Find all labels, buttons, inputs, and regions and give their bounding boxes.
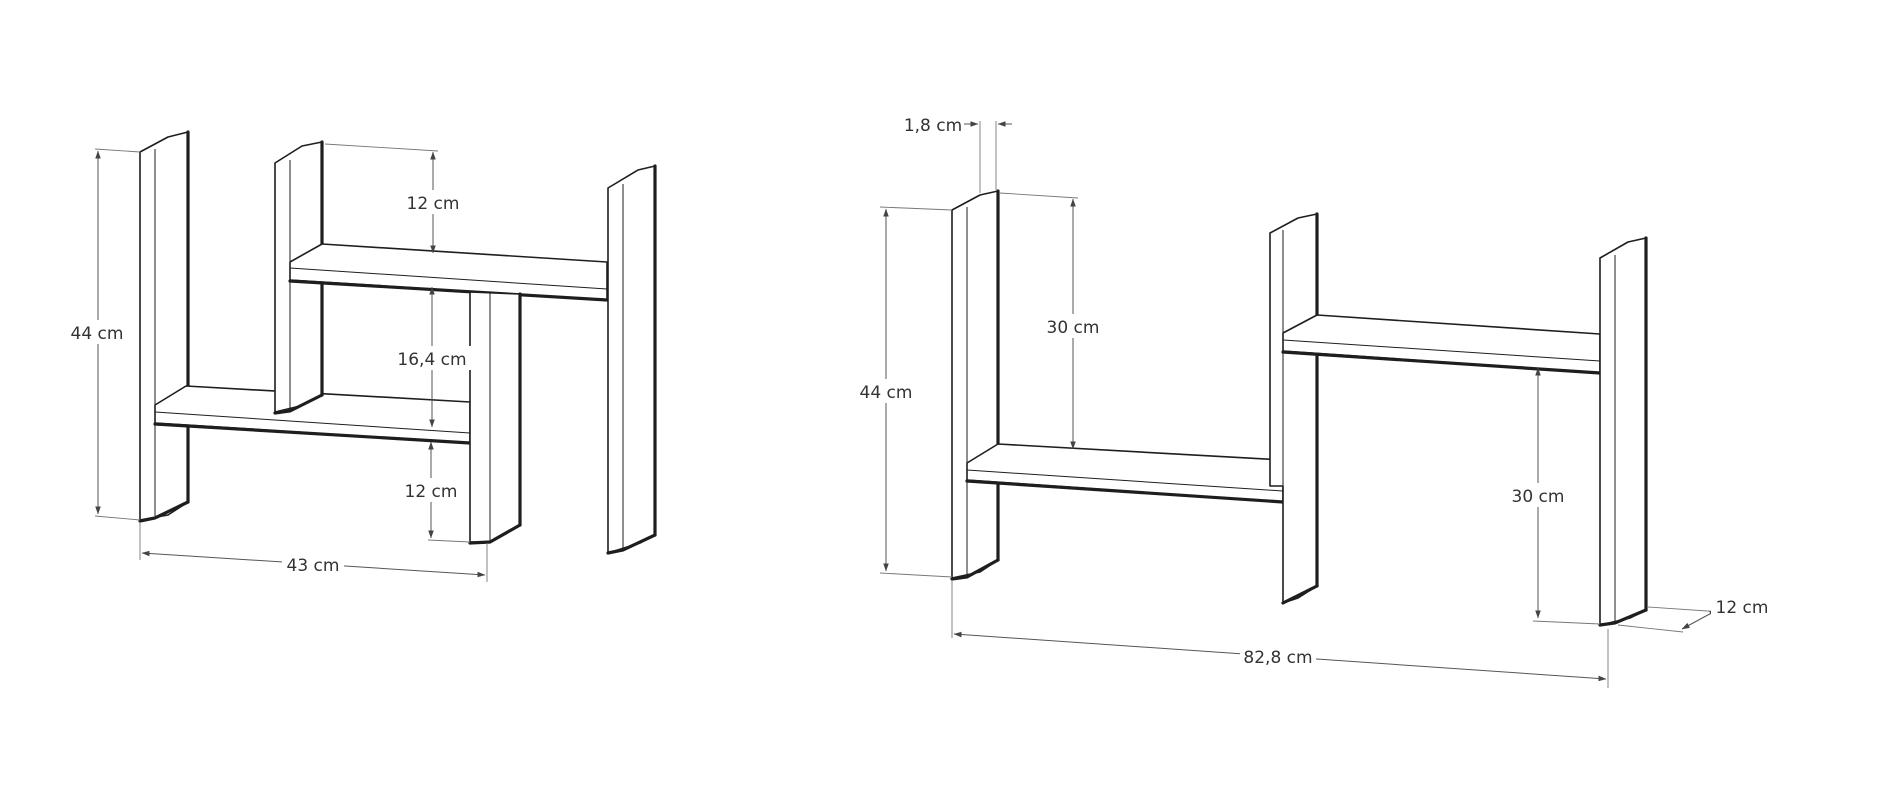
left-bottom-gap-dimension: 12 cm [400,441,471,543]
right-shelf-upper-board [1281,314,1602,375]
left-shelf-post-right [606,164,657,555]
left-shelf: 44 cm 43 cm 12 cm 16,4 cm 12 [66,130,657,582]
right-thickness-dimension: 1,8 cm [900,112,1012,193]
left-shelf-upper-board [288,243,609,302]
left-top-gap-dimension: 12 cm [324,143,464,254]
right-shelf-lower-board [965,443,1285,504]
left-top-gap-label: 12 cm [407,194,460,214]
left-height-dimension: 44 cm [66,148,141,521]
right-height-label: 44 cm [860,383,913,403]
left-middle-gap-label: 16,4 cm [397,350,466,370]
left-middle-gap-dimension: 16,4 cm [393,286,471,428]
left-height-label: 44 cm [71,324,124,344]
right-depth-dimension: 12 cm [1617,594,1773,633]
right-upper-gap-label: 30 cm [1047,318,1100,338]
right-shelf: 1,8 cm 44 cm 30 cm 30 cm [856,112,1773,688]
left-width-label: 43 cm [287,556,340,576]
right-shelf-post-center [1269,212,1319,605]
right-shelf-post-left [950,189,1000,581]
right-width-dimension: 82,8 cm [951,581,1609,688]
left-bottom-gap-label: 12 cm [405,482,458,502]
right-shelf-post-right [1598,236,1648,627]
left-shelf-post-middle [468,291,522,545]
right-depth-label: 12 cm [1716,598,1769,618]
left-shelf-post-left [138,130,190,523]
right-height-dimension: 44 cm [856,206,953,578]
right-lower-gap-label: 30 cm [1512,487,1565,507]
right-thickness-label: 1,8 cm [904,116,962,136]
left-shelf-lower-board [153,385,472,445]
right-upper-gap-dimension: 30 cm [999,192,1104,450]
right-width-label: 82,8 cm [1243,648,1312,668]
left-width-dimension: 43 cm [139,522,488,582]
right-lower-gap-dimension: 30 cm [1507,367,1601,625]
